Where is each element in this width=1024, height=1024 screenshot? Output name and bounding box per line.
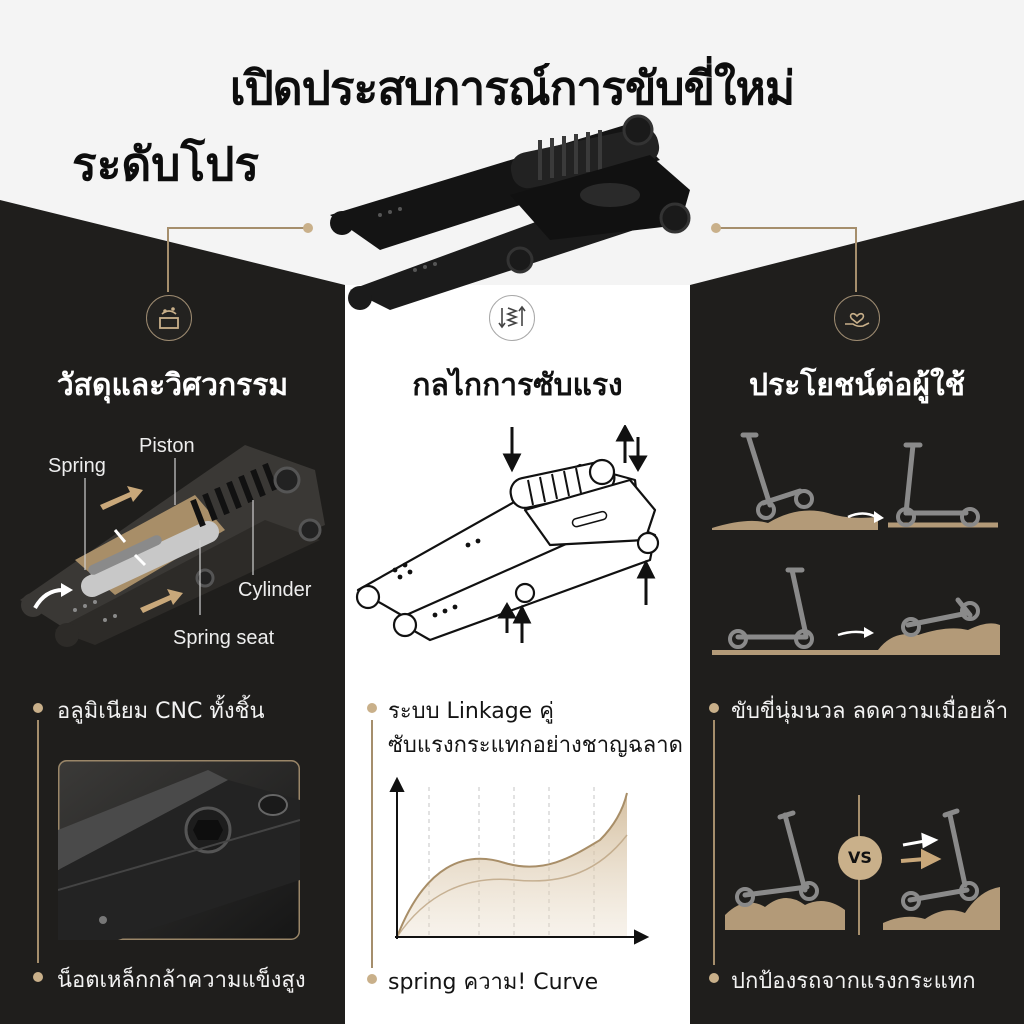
- spring-label: Spring: [48, 455, 106, 477]
- right-bullet1: ขับขี่นุ่มนวล ลดความเมื่อยล้า: [731, 699, 1009, 724]
- vs-comparison-illustration: [725, 795, 1000, 935]
- vs-badge: VS: [838, 836, 882, 880]
- center-column-title: กลไกการซับแรง: [412, 368, 623, 403]
- bolt-closeup-photo: [58, 760, 300, 940]
- right-column-title: ประโยชน์ต่อผู้ใช้: [749, 368, 965, 403]
- center-bullet1-line1: ระบบ Linkage คู่: [388, 699, 554, 724]
- center-bullet1-dot: [367, 703, 377, 713]
- piston-label: Piston: [139, 435, 195, 457]
- spring-curve-graph: [389, 776, 650, 945]
- hero-swingarm-image: [330, 114, 691, 310]
- right-bullet2-dot: [709, 973, 719, 983]
- headline-line2: ระดับโปร: [72, 137, 260, 191]
- headline-line1: เปิดประสบการณ์การขับขี่ใหม่: [229, 61, 795, 115]
- left-timeline-line: [37, 720, 39, 963]
- center-bullet2: spring ความ! Curve: [388, 970, 599, 995]
- scooter-comparison-illustrations: [712, 432, 1000, 655]
- shock-cutaway-diagram: [20, 445, 325, 647]
- right-bullet2: ปกป้องรถจากแรงกระแทก: [731, 969, 976, 994]
- center-timeline-line: [371, 720, 373, 968]
- spring-arrows-icon: [489, 295, 535, 341]
- linkage-force-diagram: [355, 425, 660, 643]
- center-bullet1-line2: ซับแรงกระแทกอย่างชาญฉลาด: [388, 733, 683, 758]
- hero-connectors: [167, 223, 857, 292]
- center-bullet2-dot: [367, 974, 377, 984]
- hand-heart-icon: [834, 295, 880, 341]
- left-column-title: วัสดุและวิศวกรรม: [56, 368, 289, 403]
- left-bullet1: อลูมิเนียม CNC ทั้งชิ้น: [57, 699, 265, 724]
- left-bullet2-dot: [33, 972, 43, 982]
- right-timeline-line: [713, 720, 715, 965]
- right-bullet1-dot: [709, 703, 719, 713]
- left-bullet1-dot: [33, 703, 43, 713]
- spring-seat-label: Spring seat: [173, 627, 275, 649]
- left-bullet2: น็อตเหล็กกล้าความแข็งสูง: [57, 968, 306, 993]
- cylinder-label: Cylinder: [238, 579, 312, 601]
- materials-icon: [146, 295, 192, 341]
